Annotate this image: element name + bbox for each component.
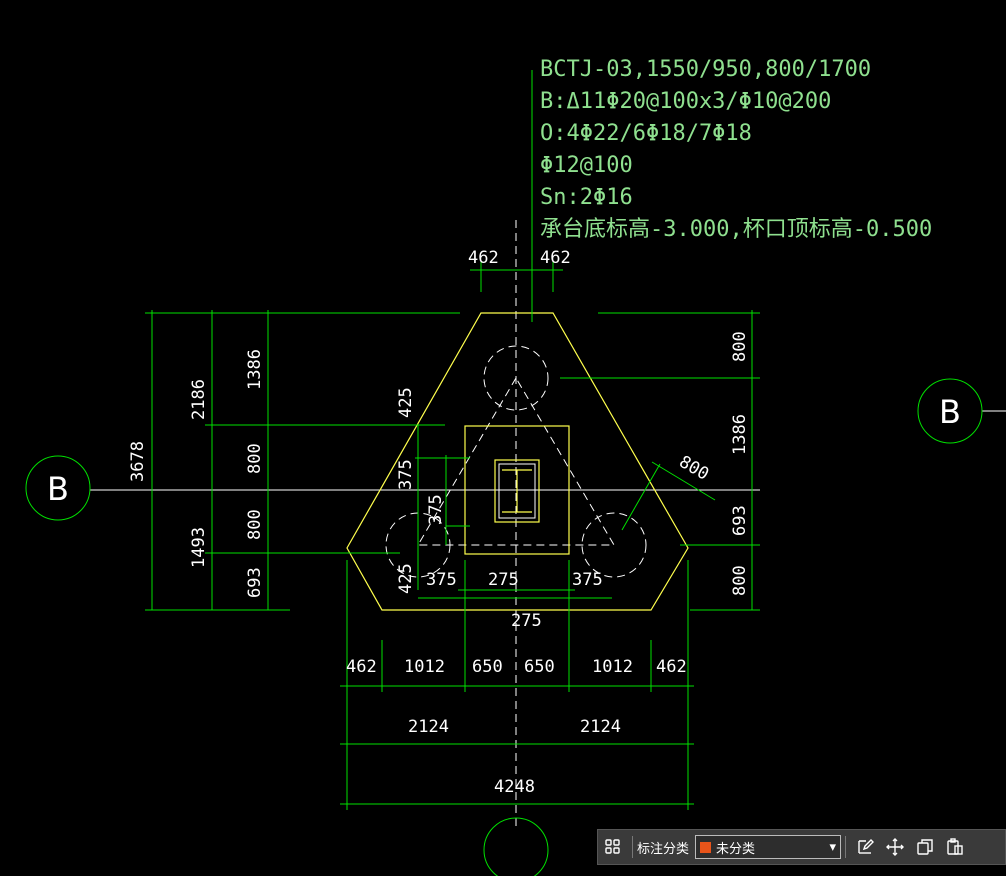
toolbar-separator [632, 836, 633, 858]
dim-top-left: 462 [468, 248, 499, 268]
category-color-swatch [700, 841, 712, 853]
pile-triangle [417, 377, 615, 546]
note-line-1: BCTJ-03,1550/950,800/1700 [540, 57, 871, 82]
dim-right-a: 800 [730, 331, 750, 362]
toolbar-separator [845, 836, 847, 858]
dim-inner-375-left: 375 [426, 570, 457, 590]
dim-row1-2: 650 [472, 657, 503, 677]
cup-outline [464, 425, 570, 555]
dim-row2-1: 2124 [580, 717, 621, 737]
dim-inner-275-bot: 275 [511, 611, 542, 631]
dim-row1-5: 462 [656, 657, 687, 677]
dim-right-d: 800 [730, 565, 750, 596]
dimension-toolbar: 标注分类 未分类 ▾ [597, 829, 1006, 865]
pile-top [483, 345, 549, 411]
note-line-3: O:4Φ22/6Φ18/7Φ18 [540, 121, 752, 146]
axis-label-right: B [939, 393, 961, 431]
category-label: 标注分类 [637, 841, 690, 857]
dim-row2-0: 2124 [408, 717, 449, 737]
category-value: 未分类 [716, 841, 756, 857]
dim-left-b: 800 [245, 443, 265, 474]
dim-row1-3: 650 [524, 657, 555, 677]
column-inner [498, 463, 536, 519]
note-line-4: Φ12@100 [540, 153, 633, 178]
dim-left-total: 3678 [128, 441, 148, 482]
dim-left-lower: 1493 [189, 527, 209, 568]
dim-inner-375-a: 375 [396, 459, 416, 490]
pile-right [581, 512, 647, 578]
dim-inner-375-right: 375 [572, 570, 603, 590]
dim-left-upper: 2186 [189, 379, 209, 420]
dim-inner-425-top: 425 [396, 387, 416, 418]
dim-row1-1: 1012 [404, 657, 445, 677]
note-line-5: Sn:2Φ16 [540, 185, 633, 210]
dim-diag-line [621, 463, 661, 531]
dim-right-c: 693 [730, 505, 750, 536]
edit-icon[interactable] [850, 832, 880, 862]
dim-inner-375-b: 375 [426, 494, 446, 525]
note-line-6: 承台底标高-3.000,杯口顶标高-0.500 [540, 217, 932, 242]
axis-bubble-right [917, 378, 983, 444]
category-select[interactable]: 未分类 ▾ [695, 835, 842, 859]
dim-diag-ext [651, 461, 716, 501]
axis-label-left: B [47, 470, 69, 508]
dim-row1-4: 1012 [592, 657, 633, 677]
axis-bubble-left [25, 455, 91, 521]
paste-icon[interactable] [940, 832, 970, 862]
dim-left-a: 1386 [245, 349, 265, 390]
dim-left-d: 693 [245, 567, 265, 598]
grid-icon[interactable] [598, 832, 628, 862]
pile-cap-outline [346, 312, 689, 611]
copy-icon[interactable] [910, 832, 940, 862]
dim-inner-425-bot: 425 [396, 563, 416, 594]
axis-bubble-bottom [483, 817, 549, 876]
dim-row1-0: 462 [346, 657, 377, 677]
dim-row3: 4248 [494, 777, 535, 797]
move-icon[interactable] [880, 832, 910, 862]
dim-top-right: 462 [540, 248, 571, 268]
column-outer [494, 459, 540, 523]
note-line-2: B:Δ11Φ20@100x3/Φ10@200 [540, 89, 831, 114]
dim-left-c: 800 [245, 509, 265, 540]
dim-right-b: 1386 [730, 414, 750, 455]
chevron-down-icon: ▾ [829, 839, 837, 855]
dim-inner-275-mid: 275 [488, 570, 519, 590]
